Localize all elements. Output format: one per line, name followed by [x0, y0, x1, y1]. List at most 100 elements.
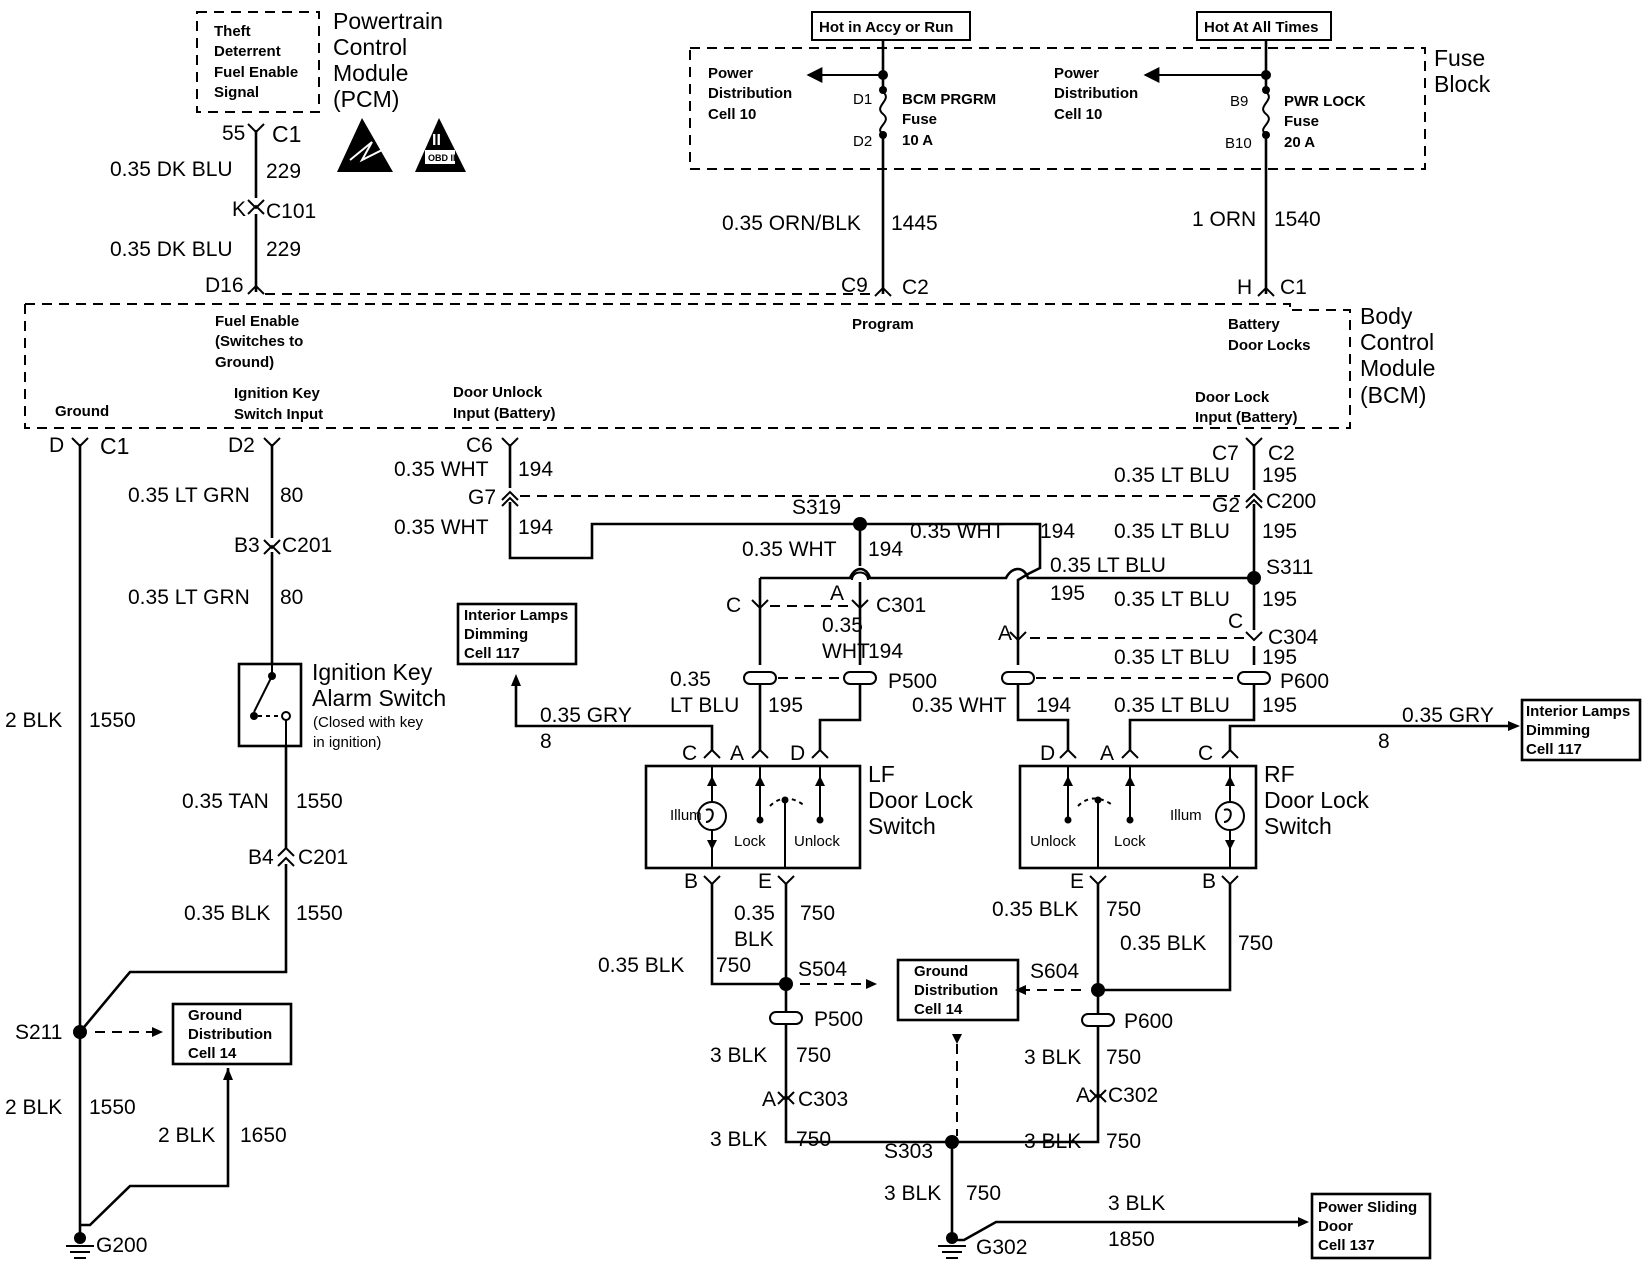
s303-label: S303 — [884, 1140, 933, 1163]
c304-pin-c: C — [1228, 610, 1243, 633]
ilamps-right-3: Cell 117 — [1526, 741, 1582, 758]
lf-3blk-2: 3 BLK — [710, 1128, 767, 1151]
bcm-outline — [24, 303, 1351, 429]
rf-pin-e: E — [1070, 870, 1084, 893]
svg-text:II: II — [432, 132, 441, 149]
lf-3blk-circuit2: 750 — [796, 1128, 831, 1151]
unlock-input-2: Input (Battery) — [453, 405, 556, 422]
lock-wire5: 0.35 LT BLU — [1114, 694, 1230, 717]
unlock-circuit-lf: 194 — [868, 538, 903, 561]
left-dist-3: Cell 10 — [708, 106, 756, 123]
right-fuse-pin-in: B9 — [1230, 93, 1248, 110]
pcm-signal-box — [196, 11, 320, 113]
p500-ground-label: P500 — [814, 1008, 863, 1031]
lock-circuit4: 195 — [1262, 646, 1297, 669]
s504-splice — [779, 977, 793, 991]
fuel-enable-1: Fuel Enable — [215, 313, 299, 330]
lock-circuit5: 195 — [1262, 694, 1297, 717]
left-fuse-rating: 10 A — [902, 132, 933, 149]
ign-input-1: Ignition Key — [234, 385, 320, 402]
pcm-signal-line2: Deterrent — [214, 43, 281, 60]
rf-pin-d: D — [1040, 742, 1055, 765]
g302-ground-symbol — [938, 1232, 966, 1259]
c201-b3-pin: B3 — [234, 534, 260, 557]
lf-title-2: Door Lock — [868, 787, 973, 813]
ign-wire2: 0.35 LT GRN — [128, 586, 250, 609]
right-dist-1: Power — [1054, 65, 1099, 82]
left-gry-wire: 0.35 GRY — [540, 704, 632, 727]
bcm-module: Body Control Module (BCM) D16 Fuel Enabl… — [24, 274, 1435, 429]
rf-e-circuit: 750 — [1106, 898, 1141, 921]
pcm-module: Theft Deterrent Fuel Enable Signal Power… — [110, 8, 466, 261]
g200-label: G200 — [96, 1234, 147, 1257]
lf-title-3: Switch — [868, 813, 936, 839]
left-fuse-word: Fuse — [902, 111, 937, 128]
pcm-signal-line1: Theft — [214, 23, 251, 40]
pcm-connector: C1 — [272, 121, 301, 147]
p600-ground-label: P600 — [1124, 1010, 1173, 1033]
bcm-title-2: Control — [1360, 329, 1434, 355]
left-ground-dist-box — [171, 1002, 293, 1066]
ltblu-a: 0.35 — [670, 668, 711, 691]
c301-pin-c: C — [726, 594, 741, 617]
c304-connector: C304 — [1268, 626, 1319, 649]
fuse-block-title-2: Block — [1434, 71, 1491, 97]
rf-title-1: RF — [1264, 761, 1295, 787]
fuel-enable-2: (Switches to — [215, 333, 303, 350]
c201-b4-pin: B4 — [248, 846, 274, 869]
rf-illum-lamp — [1215, 766, 1245, 868]
rf-3blk-circuit1: 750 — [1106, 1046, 1141, 1069]
lf-b-circuit: 750 — [716, 954, 751, 977]
ignition-key-alarm-switch — [237, 662, 303, 748]
sliding-box-1: Power Sliding — [1318, 1199, 1417, 1216]
p500-connector-row — [743, 671, 877, 685]
wire-1650 — [80, 1068, 230, 1227]
interior-lamps-right-box — [1520, 698, 1642, 762]
c200-connector: C200 — [1266, 490, 1316, 513]
right-fuse-pin-out: B10 — [1225, 135, 1252, 152]
hot-all-label: Hot At All Times — [1204, 19, 1318, 36]
unlock-circuit1: 194 — [518, 458, 553, 481]
s604-splice — [1091, 983, 1105, 997]
wire-1540-gauge: 1 ORN — [1192, 208, 1256, 231]
rf-pin-a: A — [1100, 742, 1114, 765]
rf-3blk-1: 3 BLK — [1024, 1046, 1081, 1069]
c101-pin: K — [232, 198, 246, 221]
c101-connector: C101 — [266, 200, 316, 223]
lf-e-wire-b: BLK — [734, 928, 774, 951]
pcm-title-3: Module — [333, 60, 408, 86]
lock-input-1: Door Lock — [1195, 389, 1270, 406]
bcm-prgrm-fuse-symbol — [879, 91, 887, 135]
s211-label: S211 — [15, 1021, 63, 1044]
left-dist-1: Power — [708, 65, 753, 82]
left-gnd-circuit2: 1550 — [89, 1096, 136, 1119]
pcm-signal-line3: Fuel Enable — [214, 64, 298, 81]
wire-1445-gauge: 0.35 ORN/BLK — [722, 212, 861, 235]
wire-1850 — [952, 1220, 1298, 1242]
hot-accy-label-box — [811, 11, 971, 41]
pcm-wire2-circuit: 229 — [266, 238, 301, 261]
ilamps-left-3: Cell 117 — [464, 645, 520, 662]
unlock-input-1: Door Unlock — [453, 384, 543, 401]
rf-3blk-2: 3 BLK — [1024, 1130, 1081, 1153]
lf-lock-label: Lock — [734, 833, 766, 850]
wire-1445-circuit: 1445 — [891, 212, 938, 235]
c303-pin: A — [762, 1088, 776, 1111]
pcm-pin: 55 — [222, 122, 245, 145]
wire-1550-tan — [79, 746, 288, 1033]
left-gnd-circuit: 1550 — [89, 709, 136, 732]
rf-unlock-label: Unlock — [1030, 833, 1076, 850]
rf-lock-contacts — [1063, 766, 1135, 868]
ilamps-right-2: Dimming — [1526, 722, 1590, 739]
bcm-d-pin: D — [49, 434, 64, 457]
sliding-wire: 3 BLK — [1108, 1192, 1165, 1215]
bcm-title-4: (BCM) — [1360, 382, 1426, 408]
unlock-wire-rf2: 0.35 WHT — [912, 694, 1007, 717]
wire-750-rf — [952, 884, 1232, 1144]
ign-wire4: 0.35 BLK — [184, 902, 270, 925]
c201-b4-connector: C201 — [298, 846, 348, 869]
switch-title-2: Alarm Switch — [312, 685, 446, 711]
left-gdist-3: Cell 14 — [188, 1045, 237, 1062]
crossover-circuit: 195 — [1050, 582, 1085, 605]
g200-ground-symbol — [66, 1232, 94, 1259]
